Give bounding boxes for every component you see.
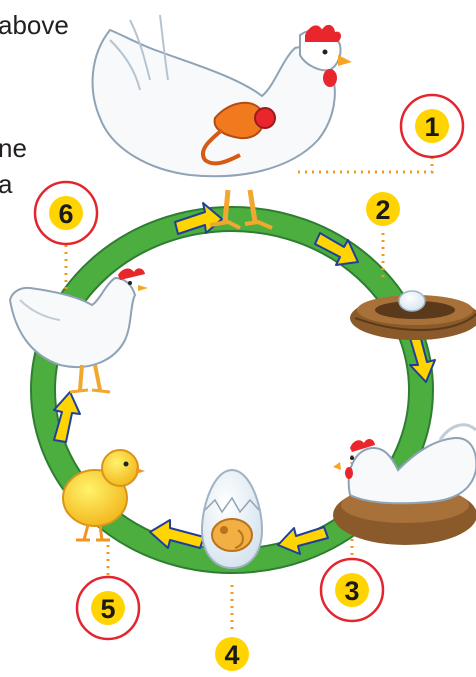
stage-number-6: 6: [58, 199, 73, 229]
stage-number-3: 3: [344, 576, 359, 606]
egg-in-nest-icon: [350, 291, 476, 340]
stage-badge-3: 3: [321, 559, 383, 621]
embryo-in-egg-icon: [202, 470, 262, 568]
stage-number-5: 5: [100, 594, 115, 624]
stage-badge-6: 6: [35, 182, 97, 244]
stage-badge-4: 4: [215, 637, 249, 671]
stage-badge-5: 5: [77, 577, 139, 639]
stage-number-1: 1: [424, 112, 439, 142]
stage-number-4: 4: [224, 640, 239, 670]
stage-badge-2: 2: [366, 192, 400, 226]
hen-with-reproductive-organs-icon: [93, 15, 352, 228]
stage-number-2: 2: [375, 195, 390, 225]
stage-badge-1: 1: [401, 95, 463, 157]
